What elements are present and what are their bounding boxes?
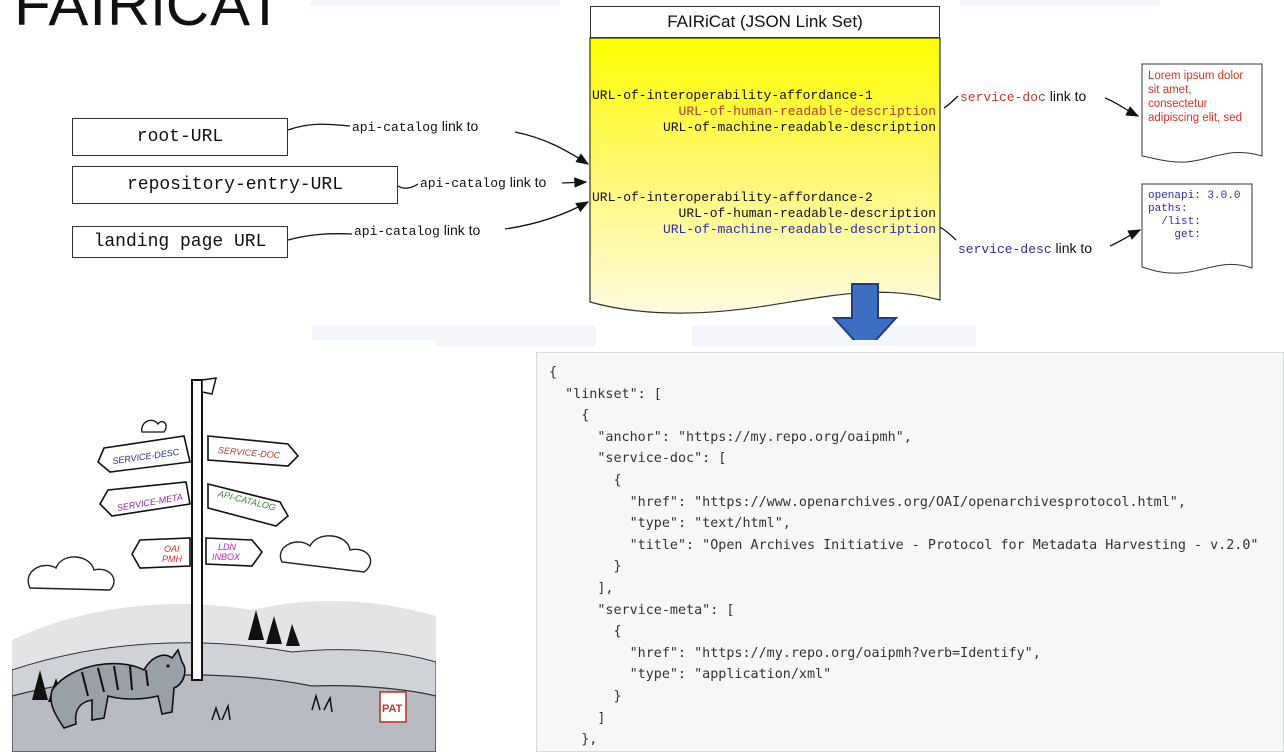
note-line: adipiscing elit, sed [1148, 112, 1242, 124]
root-url-label: root-URL [136, 127, 224, 147]
affordance-1-machine-desc: URL-of-machine-readable-description [662, 120, 936, 135]
code-line: } [549, 689, 622, 704]
connector-repo-arrow [561, 177, 588, 188]
connector-repo [397, 183, 419, 189]
page-title: FAIRiCAT [14, 0, 285, 38]
down-arrow [831, 283, 899, 340]
linkset-title: FAIRiCat (JSON Link Set) [590, 6, 940, 38]
connector-landing-arrow [504, 201, 590, 230]
connector-landing [287, 233, 353, 241]
note-line: get: [1148, 229, 1201, 241]
code-line: "type": "text/html", [549, 516, 791, 532]
code-line: { [549, 408, 590, 424]
connector-root-arrow [514, 131, 590, 165]
background-band [310, 0, 560, 6]
relation-suffix: link to [509, 174, 547, 190]
background-band [960, 0, 1160, 6]
code-line: }, [549, 732, 598, 748]
affordance-2-url: URL-of-interoperability-affordance-2 [592, 190, 873, 205]
code-line: { [549, 473, 622, 488]
linkset-document [589, 37, 941, 314]
landing-page-url-label: landing page URL [93, 232, 267, 252]
signpost-cartoon: SERVICE-DESC SERVICE-DOC SERVICE-META AP… [12, 340, 436, 752]
code-line: "service-doc": [ [549, 451, 727, 467]
background-band [692, 326, 976, 346]
relation-suffix: link to [441, 118, 479, 134]
connector-service-doc-arrow [1104, 97, 1140, 117]
code-line: "type": "application/xml" [549, 667, 832, 683]
sign-ldn: LDN [218, 542, 237, 552]
relation-name: api-catalog [354, 224, 440, 239]
connector-service-doc [943, 95, 959, 109]
service-desc-note [1141, 183, 1253, 274]
relation-suffix: link to [1055, 240, 1093, 256]
relation-suffix: link to [443, 222, 481, 238]
code-line: ] [549, 710, 606, 726]
note-line: openapi: 3.0.0 [1148, 190, 1241, 202]
note-line: consectetur [1148, 98, 1208, 110]
relation-name: api-catalog [352, 120, 438, 135]
landing-relation-label: api-catalog link to [354, 222, 480, 239]
note-line: /list: [1148, 216, 1201, 228]
affordance-2-human-desc: URL-of-human-readable-description [678, 206, 936, 221]
root-url-box: root-URL [72, 118, 288, 156]
connector-service-desc [939, 226, 957, 241]
code-line: "linkset": [ [549, 386, 662, 402]
connector-service-desc-arrow [1109, 229, 1142, 247]
code-line: ], [549, 581, 614, 596]
affordance-2-machine-desc: URL-of-machine-readable-description [662, 222, 936, 237]
repository-entry-url-label: repository-entry-URL [126, 175, 344, 195]
code-line: "title": "Open Archives Initiative - Pro… [549, 537, 1259, 553]
sign-inbox: INBOX [212, 552, 241, 562]
root-relation-label: api-catalog link to [352, 118, 478, 135]
relation-name: service-doc [960, 90, 1046, 105]
note-line: paths: [1148, 203, 1188, 215]
code-line: "href": "https://www.openarchives.org/OA… [549, 494, 1186, 510]
note-line: Lorem ipsum dolor [1148, 70, 1244, 82]
artist-mark: PAT [382, 703, 403, 715]
code-line: "service-meta": [ [549, 602, 735, 618]
relation-name: service-desc [958, 242, 1052, 257]
sign-oai: OAI [164, 544, 180, 554]
repository-relation-label: api-catalog link to [420, 174, 546, 191]
connector-root [287, 123, 351, 131]
service-doc-relation-label: service-doc link to [960, 88, 1086, 105]
repository-entry-url-box: repository-entry-URL [72, 166, 398, 204]
code-line: { [549, 624, 622, 640]
affordance-1-human-desc: URL-of-human-readable-description [678, 104, 936, 119]
cat-figure [50, 648, 186, 729]
code-line: } [549, 559, 622, 575]
landing-page-url-box: landing page URL [72, 226, 288, 258]
json-code-block: { "linkset": [ { "anchor": "https://my.r… [536, 352, 1284, 752]
relation-suffix: link to [1049, 88, 1087, 104]
note-line: sit amet, [1148, 84, 1192, 96]
relation-name: api-catalog [420, 176, 506, 191]
connector-layer [287, 37, 1263, 340]
service-doc-note [1141, 63, 1263, 163]
service-desc-relation-label: service-desc link to [958, 240, 1092, 257]
code-line: { [549, 365, 558, 380]
sign-pmh: PMH [162, 554, 183, 564]
affordance-1-url: URL-of-interoperability-affordance-1 [592, 88, 873, 103]
code-line: "href": "https://my.repo.org/oaipmh?verb… [549, 645, 1041, 661]
code-line: "anchor": "https://my.repo.org/oaipmh", [549, 429, 912, 445]
